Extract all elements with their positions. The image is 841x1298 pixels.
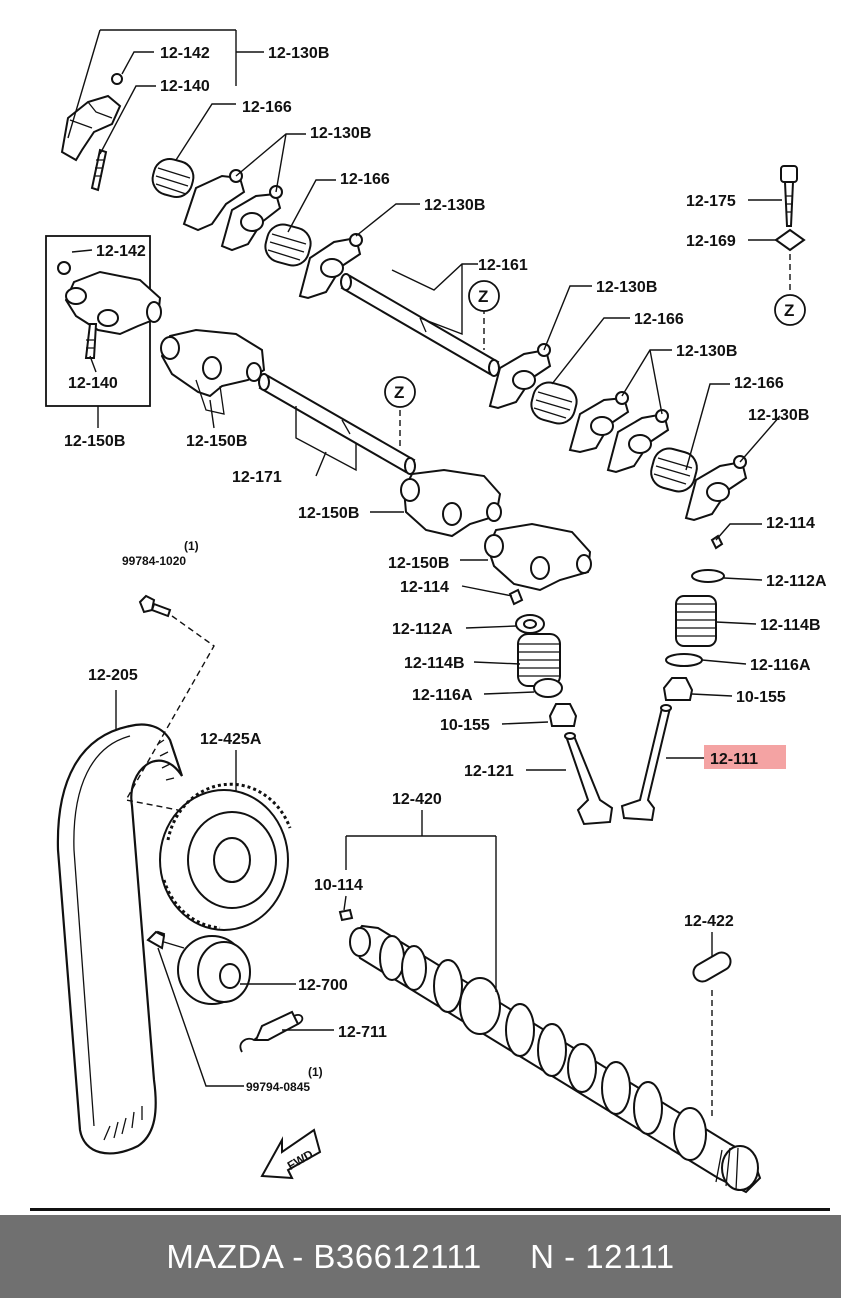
label-99784-note: (1) <box>184 539 199 553</box>
label-12-420[interactable]: 12-420 <box>392 791 442 808</box>
rocker-holder-lower <box>400 468 592 592</box>
bolt-and-washer <box>774 165 806 290</box>
label-12-114B-left[interactable]: 12-114B <box>404 655 465 672</box>
label-12-130B-2[interactable]: 12-130B <box>310 125 371 142</box>
label-12-150B-3[interactable]: 12-150B <box>298 505 359 522</box>
label-10-114[interactable]: 10-114 <box>314 877 363 894</box>
label-12-166-3[interactable]: 12-166 <box>634 311 684 328</box>
label-12-711[interactable]: 12-711 <box>338 1024 387 1041</box>
label-12-150B-4[interactable]: 12-150B <box>388 555 449 572</box>
camshaft-12-420 <box>338 908 762 1194</box>
valve-12-111 <box>620 704 672 822</box>
rocker-shaft-12-161 <box>340 273 500 377</box>
bolt-99794-0845 <box>146 930 166 950</box>
marker-z-3: Z <box>784 301 794 320</box>
label-12-112A-left[interactable]: 12-112A <box>392 621 453 638</box>
label-99794-0845[interactable]: 99794-0845 <box>246 1080 310 1094</box>
label-12-166-1[interactable]: 12-166 <box>242 99 292 116</box>
label-12-166-2[interactable]: 12-166 <box>340 171 390 188</box>
label-12-121[interactable]: 12-121 <box>464 763 514 780</box>
label-12-116A-left[interactable]: 12-116A <box>412 687 473 704</box>
label-12-142-top[interactable]: 12-142 <box>160 45 210 62</box>
valve-12-121 <box>564 732 614 826</box>
label-12-140-top[interactable]: 12-140 <box>160 78 210 95</box>
leader-lines <box>67 29 782 1087</box>
label-12-150B-box[interactable]: 12-150B <box>64 433 125 450</box>
label-12-130B-4[interactable]: 12-130B <box>596 279 657 296</box>
label-99784-1020[interactable]: 99784-1020 <box>122 554 186 568</box>
valve-components-left <box>508 588 578 727</box>
parts-diagram: FWD <box>45 29 827 1194</box>
marker-z-1: Z <box>478 287 488 306</box>
label-12-111[interactable]: 12-111 <box>710 751 758 768</box>
label-12-150B-2[interactable]: 12-150B <box>186 433 247 450</box>
label-12-114-left[interactable]: 12-114 <box>400 579 449 596</box>
label-99794-note: (1) <box>308 1065 323 1079</box>
label-12-130B-5[interactable]: 12-130B <box>676 343 737 360</box>
label-12-171[interactable]: 12-171 <box>232 469 282 486</box>
fwd-arrow: FWD <box>260 1128 322 1180</box>
label-12-114B-right[interactable]: 12-114B <box>760 617 821 634</box>
label-12-116A-right[interactable]: 12-116A <box>750 657 811 674</box>
camshaft-pulley-12-425A <box>159 782 292 931</box>
label-12-130B-6[interactable]: 12-130B <box>748 407 809 424</box>
label-12-140-box[interactable]: 12-140 <box>68 375 118 392</box>
label-12-422[interactable]: 12-422 <box>684 913 734 930</box>
label-12-166-4[interactable]: 12-166 <box>734 375 784 392</box>
timing-belt-12-205 <box>56 723 184 1155</box>
key-12-422 <box>692 951 732 1116</box>
bolt-99784-1020 <box>124 594 215 811</box>
rocker-arm-row-right <box>488 343 748 522</box>
tensioner-12-700 <box>152 930 251 1005</box>
label-12-112A-right[interactable]: 12-112A <box>766 573 827 590</box>
label-10-155-left[interactable]: 10-155 <box>440 717 490 734</box>
label-12-205[interactable]: 12-205 <box>88 667 138 684</box>
reference-markers: Z Z Z <box>384 280 806 408</box>
label-12-130B-3[interactable]: 12-130B <box>424 197 485 214</box>
valve-components-right <box>662 534 725 701</box>
label-12-169[interactable]: 12-169 <box>686 233 736 250</box>
rocker-arm-top-left <box>60 73 123 192</box>
label-12-425A[interactable]: 12-425A <box>200 731 262 748</box>
part-labels: 12-142 12-140 12-130B 12-166 12-130B 12-… <box>64 45 827 1094</box>
label-12-114-right[interactable]: 12-114 <box>766 515 815 532</box>
label-10-155-right[interactable]: 10-155 <box>736 689 786 706</box>
rocker-holder-middle <box>160 328 266 415</box>
label-12-161[interactable]: 12-161 <box>478 257 528 274</box>
highlight-box-12-111 <box>704 745 786 769</box>
marker-z-2: Z <box>394 383 404 402</box>
footer-bar: MAZDA - B36612111 N - 12111 <box>0 1215 841 1298</box>
tensioner-spring-12-711 <box>239 1010 304 1053</box>
part-number-caption: MAZDA - B36612111 N - 12111 <box>166 1237 675 1275</box>
inset-box-12-150B <box>45 235 162 407</box>
label-12-700[interactable]: 12-700 <box>298 977 348 994</box>
label-12-130B-1[interactable]: 12-130B <box>268 45 329 62</box>
rocker-shaft-12-171 <box>258 373 416 475</box>
label-12-142-box[interactable]: 12-142 <box>96 243 146 260</box>
footer-divider <box>30 1208 830 1211</box>
label-12-175[interactable]: 12-175 <box>686 193 736 210</box>
rocker-arm-row-1 <box>151 158 363 300</box>
